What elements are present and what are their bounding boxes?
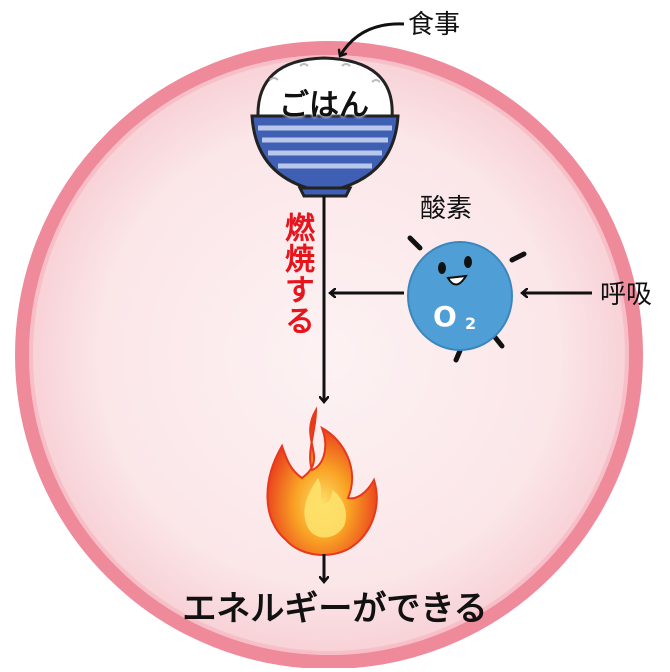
- rice-bowl-icon: [250, 56, 400, 198]
- burn-label: 燃焼する: [279, 212, 314, 336]
- cell-circle: [15, 41, 643, 669]
- flame-icon: [266, 406, 378, 556]
- oxygen-label: 酸素: [420, 194, 473, 224]
- o2-letter: O: [433, 300, 457, 333]
- meal-arrow: [340, 22, 405, 56]
- breath-label: 呼吸: [600, 280, 653, 310]
- meal-label: 食事: [408, 10, 461, 40]
- o2-subscript: 2: [465, 314, 477, 333]
- rice-label: ごはん: [279, 88, 369, 123]
- energy-label: エネルギーができる: [182, 589, 488, 629]
- oxygen-character-icon: [407, 235, 527, 363]
